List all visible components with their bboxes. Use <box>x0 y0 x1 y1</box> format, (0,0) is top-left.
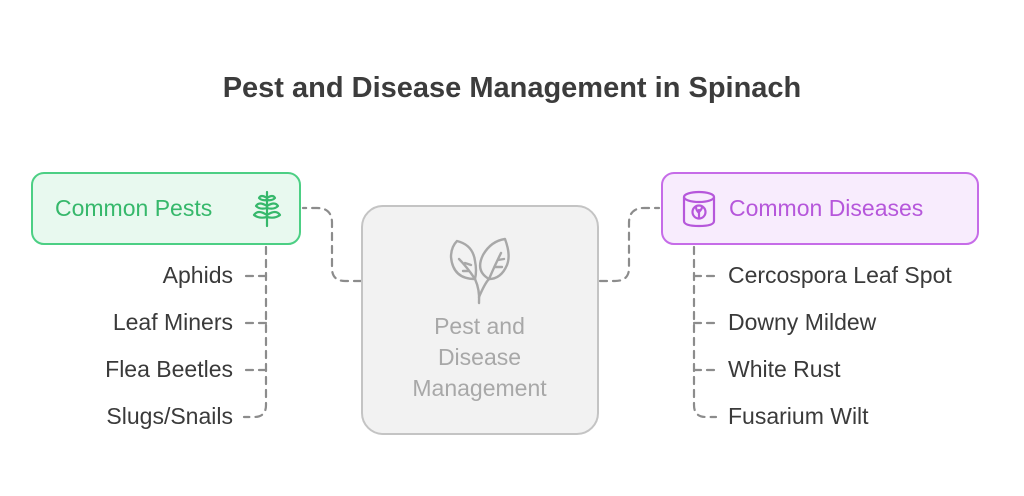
leaf-sprout-icon <box>449 237 510 305</box>
common-pests-node: Common Pests <box>31 172 301 245</box>
pest-item-aphids: Aphids <box>162 262 233 288</box>
petri-dish-icon <box>682 190 716 228</box>
central-topic-line-3: Management <box>412 375 547 401</box>
diagram-title: Pest and Disease Management in Spinach <box>222 72 802 104</box>
central-topic-label: Pest and Disease Management <box>363 311 596 404</box>
pest-item-slugs-snails: Slugs/Snails <box>106 403 233 429</box>
disease-item-downy-mildew: Downy Mildew <box>728 309 877 335</box>
common-diseases-node: Common Diseases <box>661 172 979 245</box>
connector-center-diseases <box>598 206 661 283</box>
central-topic-line-2: Disease <box>437 344 522 370</box>
pest-item-flea-beetles: Flea Beetles <box>105 356 233 382</box>
fern-icon <box>252 190 282 228</box>
disease-item-fusarium-wilt: Fusarium Wilt <box>728 403 869 429</box>
connector-pests-trunk <box>242 245 268 419</box>
central-topic-node: Pest and Disease Management <box>361 205 599 435</box>
disease-item-white-rust: White Rust <box>728 356 841 382</box>
connector-diseases-trunk <box>692 245 718 419</box>
common-pests-label: Common Pests <box>55 195 213 221</box>
connector-center-pests <box>301 206 363 283</box>
common-diseases-label: Common Diseases <box>729 195 924 221</box>
disease-item-cercospora-leaf-spot: Cercospora Leaf Spot <box>728 262 952 288</box>
pest-item-leaf-miners: Leaf Miners <box>112 309 233 335</box>
central-topic-line-1: Pest and <box>434 313 525 339</box>
